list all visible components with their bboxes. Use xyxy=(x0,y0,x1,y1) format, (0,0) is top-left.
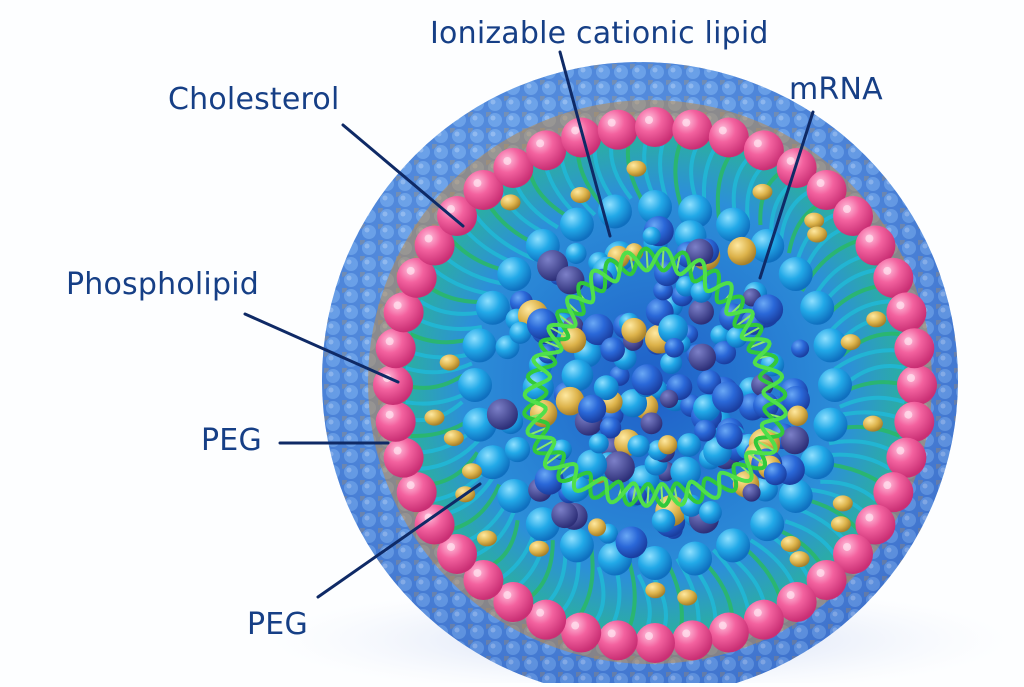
pink-head-ring xyxy=(373,107,937,663)
leader-ionizable xyxy=(558,50,612,238)
label-peg-lower: PEG xyxy=(247,607,308,642)
leader-lines xyxy=(243,50,815,599)
leader-phospholipid xyxy=(243,312,400,384)
leader-peg-2 xyxy=(316,482,482,599)
label-cholesterol: Cholesterol xyxy=(168,82,340,117)
label-ionizable-cationic-lipid: Ionizable cationic lipid xyxy=(430,16,769,51)
core-spheres xyxy=(424,160,887,606)
leader-mrna xyxy=(758,110,815,280)
label-phospholipid: Phospholipid xyxy=(66,267,259,302)
label-peg-upper: PEG xyxy=(201,423,262,458)
mrna-helix xyxy=(522,246,788,508)
label-mrna: mRNA xyxy=(789,72,883,107)
leader-cholesterol xyxy=(341,123,465,228)
